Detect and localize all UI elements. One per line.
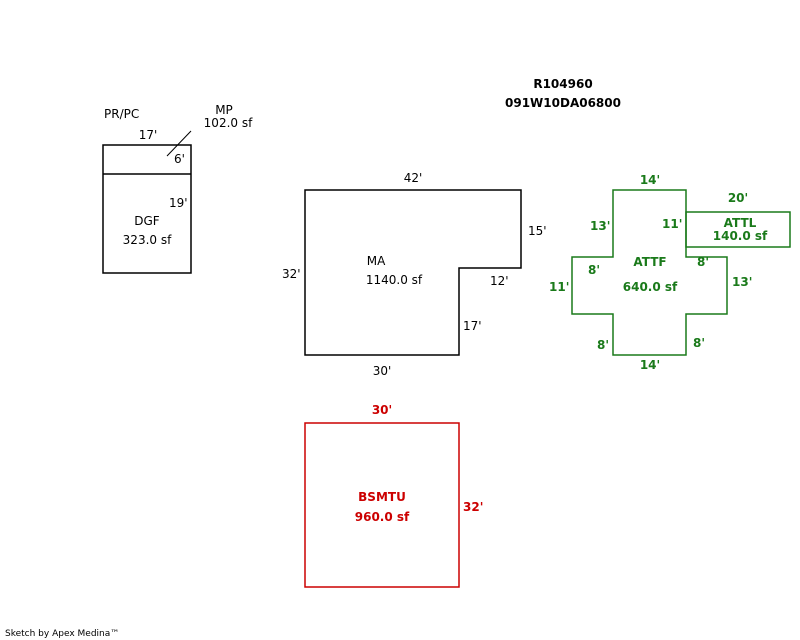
attf-outline — [571, 189, 728, 356]
attf-dim-bottom: 14' — [640, 358, 660, 372]
attf-dim-bottom-left: 8' — [597, 338, 609, 352]
ma-dim-bottom: 30' — [373, 364, 392, 378]
mp-dim: 6' — [174, 152, 185, 166]
dgf-area-value: 323.0 sf — [123, 233, 172, 247]
attf-dim-mid-left: 8' — [588, 263, 600, 277]
attf-dim-mid-right: 8' — [697, 255, 709, 269]
attl-area-value: 140.0 sf — [713, 229, 768, 243]
attf-dim-upper-right: 11' — [662, 217, 682, 231]
account-number: 091W10DA06800 — [505, 96, 621, 110]
dgf-label: DGF — [134, 214, 160, 228]
attf-label: ATTF — [633, 255, 666, 269]
dgf-code-label: PR/PC — [104, 107, 139, 121]
attl-outline — [685, 211, 791, 248]
attf-area: 14' 13' 11' 8' 11' 8' 13' 8' 8' 14' ATTF… — [549, 173, 752, 372]
dgf-dim-right: 19' — [169, 196, 188, 210]
ma-dim-top: 42' — [404, 171, 423, 185]
ma-dim-notch: 12' — [490, 274, 509, 288]
bsmtu-outline — [304, 422, 460, 588]
attl-area: 20' ATTL 140.0 sf — [685, 191, 791, 248]
dgf-outline — [102, 144, 192, 274]
parcel-id: R104960 — [533, 77, 592, 91]
attf-dim-left: 11' — [549, 280, 569, 294]
mp-area: 102.0 sf — [204, 116, 253, 130]
attf-dim-lower-right: 13' — [732, 275, 752, 289]
attf-dim-top: 14' — [640, 173, 660, 187]
attf-dim-upper-left: 13' — [590, 219, 610, 233]
bsmtu-area: 30' 32' BSMTU 960.0 sf — [304, 403, 483, 588]
attf-dim-bottom-right: 8' — [693, 336, 705, 350]
ma-outline — [304, 189, 522, 356]
ma-dim-left: 32' — [282, 267, 301, 281]
ma-label: MA — [367, 254, 386, 268]
dgf-dim-top: 17' — [139, 128, 158, 142]
dgf-area: PR/PC 17' MP 102.0 sf 6' 19' DGF 323.0 s… — [102, 103, 253, 274]
bsmtu-label: BSMTU — [358, 490, 406, 504]
ma-dim-inner: 17' — [463, 319, 482, 333]
bsmtu-dim-right: 32' — [463, 500, 483, 514]
mp-leader-line — [166, 130, 192, 157]
sketch-credit: Sketch by Apex Medina™ — [5, 629, 119, 639]
ma-area-value: 1140.0 sf — [366, 273, 423, 287]
ma-area: 42' 15' 12' 17' 30' 32' MA 1140.0 sf — [282, 171, 547, 378]
attl-label: ATTL — [724, 216, 757, 230]
attf-area-value: 640.0 sf — [623, 280, 678, 294]
bsmtu-dim-top: 30' — [372, 403, 392, 417]
bsmtu-area-value: 960.0 sf — [355, 510, 410, 524]
mp-label: MP — [215, 103, 233, 117]
attl-dim-top: 20' — [728, 191, 748, 205]
ma-dim-right: 15' — [528, 224, 547, 238]
